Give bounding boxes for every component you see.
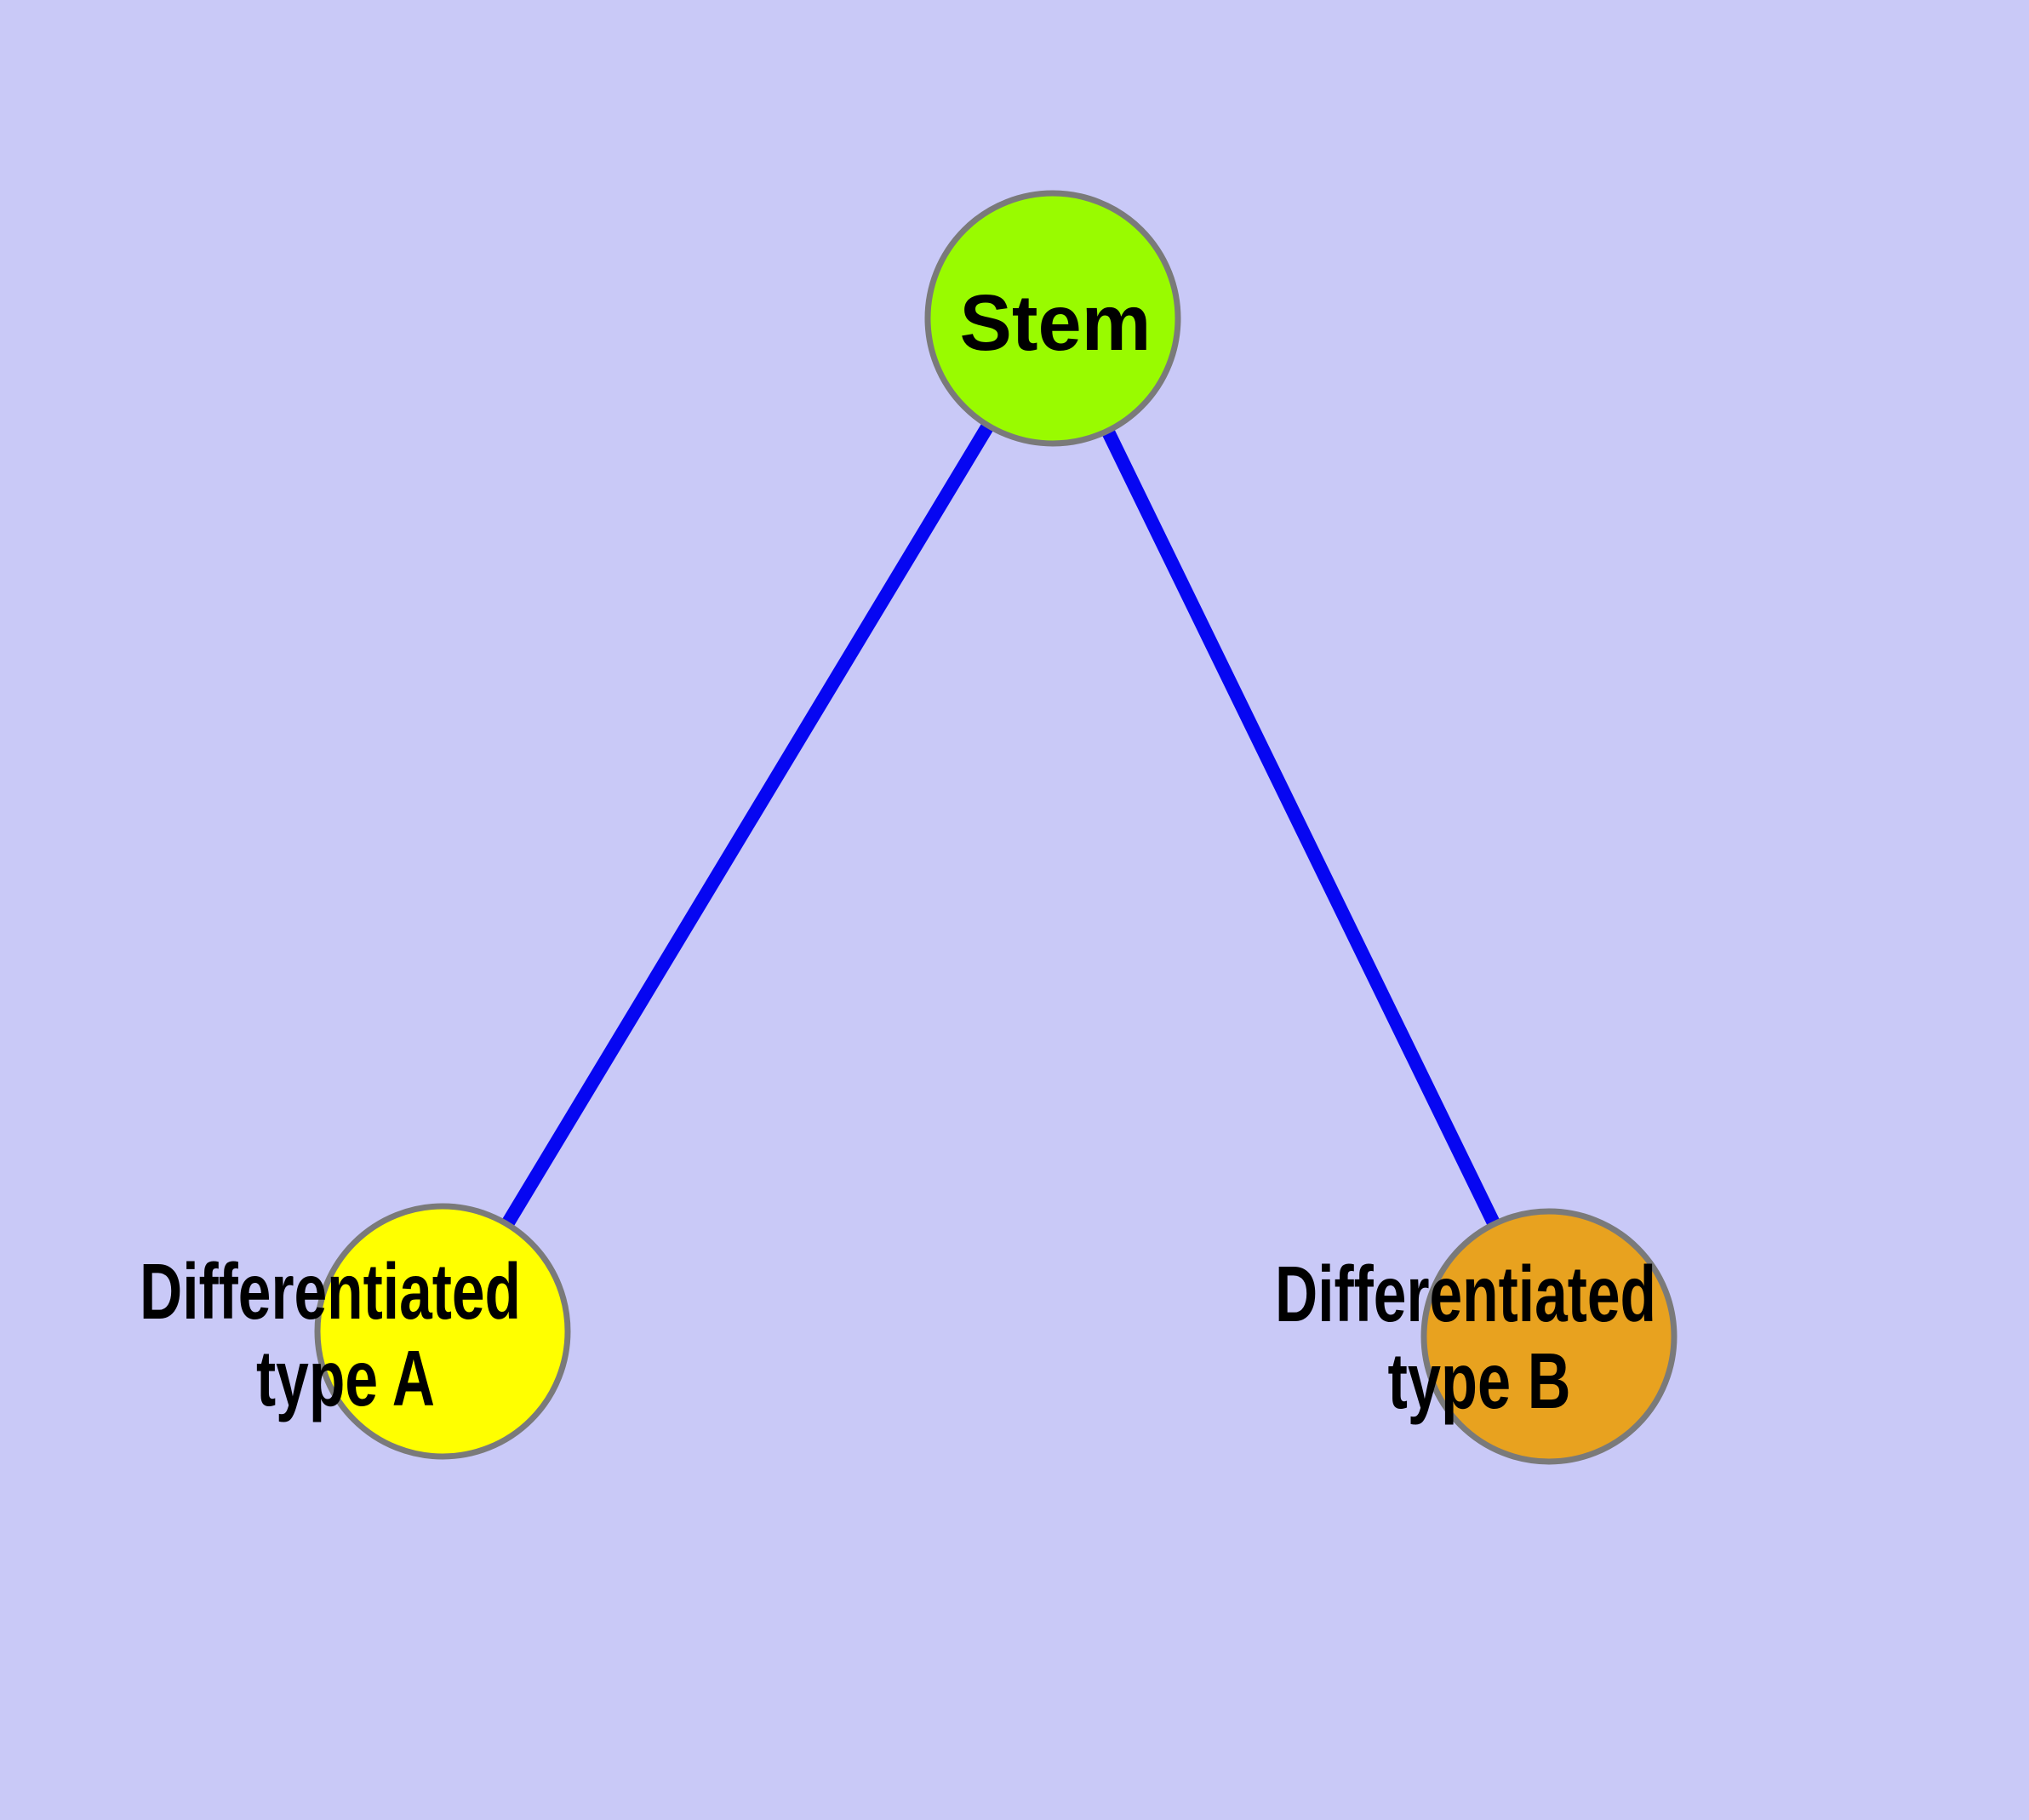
node-type-b-label-line1: Differentiated: [1275, 1250, 1656, 1338]
node-type-b: [1420, 1208, 1677, 1465]
node-type-b-label-line2: type B: [1388, 1336, 1571, 1425]
edge-stem-to-type-a: [437, 314, 1059, 1336]
edge-stem-to-type-b: [1046, 315, 1556, 1340]
node-stem-label: Stem: [960, 278, 1152, 367]
node-type-a-label-line2: type A: [256, 1334, 435, 1422]
node-stem: [924, 190, 1181, 447]
node-type-a: [314, 1203, 571, 1460]
node-type-a-label-line1: Differentiated: [140, 1247, 521, 1336]
